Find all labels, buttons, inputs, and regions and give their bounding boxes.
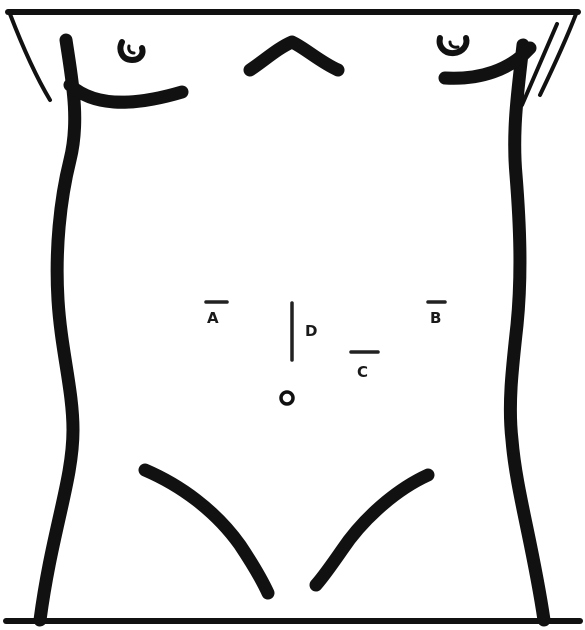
label-b: B bbox=[430, 309, 441, 327]
xiphoid-arch bbox=[250, 42, 338, 70]
label-d: D bbox=[305, 322, 317, 340]
torso-left-outline bbox=[40, 40, 75, 620]
torso-right-outline bbox=[510, 45, 544, 620]
label-a: A bbox=[207, 309, 219, 327]
left-breast-curve bbox=[70, 85, 182, 102]
frame-left-upper bbox=[10, 14, 50, 100]
right-groin-curve bbox=[316, 475, 428, 585]
navel-icon bbox=[281, 392, 293, 404]
left-nipple-inner bbox=[129, 46, 134, 53]
right-nipple-inner bbox=[450, 42, 458, 47]
label-c: C bbox=[357, 363, 368, 381]
left-groin-curve bbox=[145, 470, 268, 593]
